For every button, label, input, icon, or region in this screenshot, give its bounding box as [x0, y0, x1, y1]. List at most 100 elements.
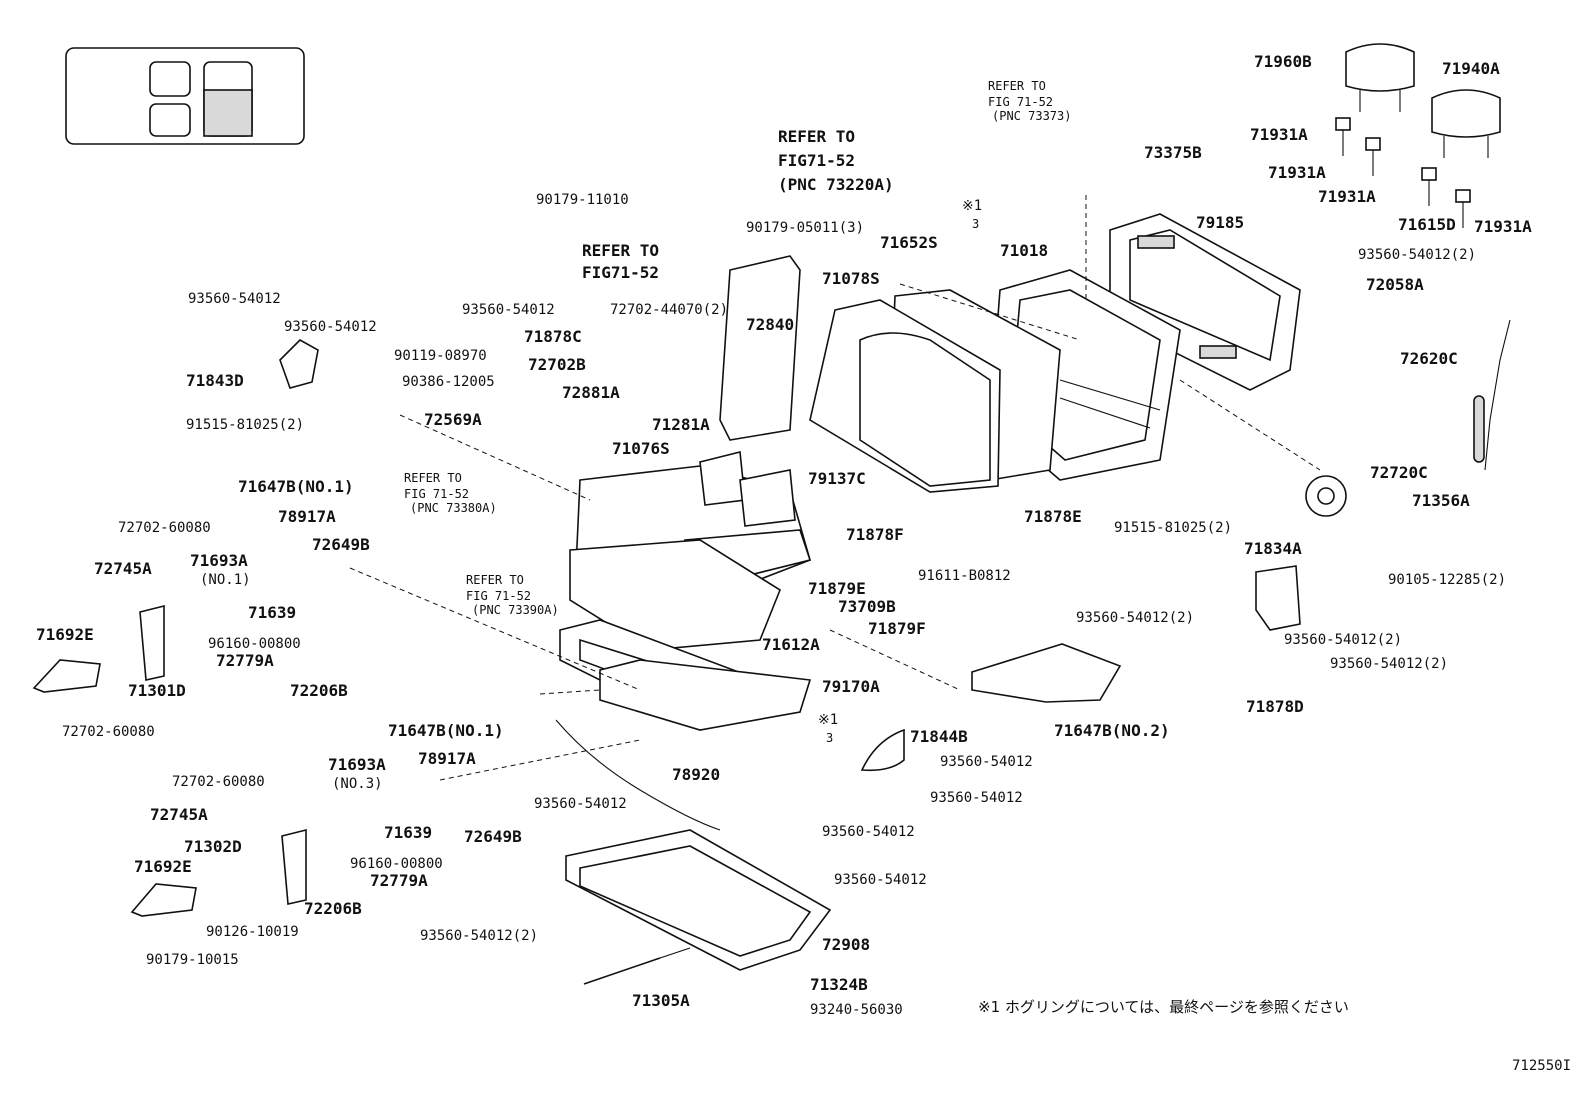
label-78917A: 78917A	[418, 749, 476, 768]
refer-pnc-text: (PNC 73220A)	[778, 175, 894, 194]
label-71302D: 71302D	[184, 837, 242, 856]
seat-cushion-71076S	[569, 451, 812, 651]
label-72702-60080: 72702-60080	[172, 774, 265, 790]
label-71878E: 71878E	[1024, 507, 1082, 526]
label-93560-54012: 93560-54012	[534, 796, 627, 812]
label-93560-54012: 93560-54012	[930, 790, 1023, 806]
label-71281A: 71281A	[652, 415, 710, 434]
headrest-71940A	[1431, 89, 1501, 158]
label-71076S: 71076S	[612, 439, 670, 458]
label-90386-12005: 90386-12005	[402, 374, 495, 390]
label-90126-10019: 90126-10019	[206, 924, 299, 940]
recliner-72720C	[1305, 475, 1347, 517]
label-93560-54012: 93560-54012(2)	[1284, 632, 1402, 648]
label-91515-81025: 91515-81025(2)	[1114, 520, 1232, 536]
label-71356A: 71356A	[1412, 491, 1470, 510]
hog-ring-mark: ※1	[818, 712, 838, 728]
refer-to-text: REFER TO	[988, 79, 1046, 93]
label-72702-44070: 72702-44070(2)	[610, 302, 728, 318]
seat-locator-inset	[65, 47, 305, 145]
label-71693A: 71693A	[190, 551, 248, 570]
label-71878D: 71878D	[1246, 697, 1304, 716]
hinge-71302D	[281, 828, 307, 905]
label-72702-60080: 72702-60080	[118, 520, 211, 536]
label-90105-12285: 90105-12285(2)	[1388, 572, 1506, 588]
label-71305A: 71305A	[632, 991, 690, 1010]
hog-ring-mark: ※1	[962, 198, 982, 214]
reference-lines	[349, 195, 1321, 781]
refer-pnc-text: (PNC 73373)	[992, 109, 1071, 123]
cover-71843D	[279, 339, 319, 389]
label-79170A: 79170A	[822, 677, 880, 696]
label-71639: 71639	[248, 603, 296, 622]
label-72206B: 72206B	[290, 681, 348, 700]
label-90179-05011: 90179-05011(3)	[746, 220, 864, 236]
label-93560-54012: 93560-54012(2)	[1358, 247, 1476, 263]
refer-fig-text: FIG71-52	[778, 151, 855, 170]
cushion-frame-79170A	[599, 659, 812, 731]
label-90119-08970: 90119-08970	[394, 348, 487, 364]
refer-pnc-text: (PNC 73380A)	[410, 501, 497, 515]
label-72745A: 72745A	[94, 559, 152, 578]
refer-fig-text: FIG71-52	[582, 263, 659, 282]
label-96160-00800: 96160-00800	[350, 856, 443, 872]
refer-to-text: REFER TO	[404, 471, 462, 485]
refer-fig-text: FIG 71-52	[988, 95, 1053, 109]
label-79137C: 79137C	[808, 469, 866, 488]
label-71612A: 71612A	[762, 635, 820, 654]
headrest-71960B	[1345, 43, 1415, 112]
cover-71692E-b	[130, 883, 197, 917]
carpet-71647B-no2	[971, 643, 1122, 703]
gas-spring-71305A	[583, 947, 691, 985]
label-71878F: 71878F	[846, 525, 904, 544]
cable-72620C	[1473, 319, 1511, 471]
label-71844B: 71844B	[910, 727, 968, 746]
label-72908: 72908	[822, 935, 870, 954]
label-71879F: 71879F	[868, 619, 926, 638]
label-93560-54012: 93560-54012(2)	[1076, 610, 1194, 626]
label-71078S: 71078S	[822, 269, 880, 288]
refer-pnc-text: (PNC 73390A)	[472, 603, 559, 617]
hog-ring-mark-value: 3	[826, 731, 833, 745]
label-96160-00800: 96160-00800	[208, 636, 301, 652]
label-72779A: 72779A	[216, 651, 274, 670]
label-72779A: 72779A	[370, 871, 428, 890]
label-71843D: 71843D	[186, 371, 244, 390]
label-71301D: 71301D	[128, 681, 186, 700]
label-72745A: 72745A	[150, 805, 208, 824]
label-90179-11010: 90179-11010	[536, 192, 629, 208]
part-labels: 71960B 71940A 71931A 71931A 71931A 71931…	[36, 52, 1532, 1018]
cover-71692E-a	[32, 659, 101, 693]
label-72620C: 72620C	[1400, 349, 1458, 368]
label-72569A: 72569A	[424, 410, 482, 429]
label-93560-54012: 93560-54012(2)	[1330, 656, 1448, 672]
label-71692E: 71692E	[134, 857, 192, 876]
refer-to-text: REFER TO	[582, 241, 659, 260]
label-71692E: 71692E	[36, 625, 94, 644]
seatback-cover-71078S	[809, 299, 1001, 493]
label-72058A: 72058A	[1366, 275, 1424, 294]
label-71615D: 71615D	[1398, 215, 1456, 234]
label-93560-54012: 93560-54012	[284, 319, 377, 335]
armrest-72840	[719, 255, 801, 441]
label-78917A: 78917A	[278, 507, 336, 526]
label-79185: 79185	[1196, 213, 1244, 232]
label-73375B: 73375B	[1144, 143, 1202, 162]
figure-code: 712550I	[1512, 1058, 1571, 1074]
label-90179-10015: 90179-10015	[146, 952, 239, 968]
refer-to-text: REFER TO	[466, 573, 524, 587]
label-73709B: 73709B	[838, 597, 896, 616]
label-93560-54012: 93560-54012	[834, 872, 927, 888]
hog-ring-mark-value: 3	[972, 217, 979, 231]
label-78920: 78920	[672, 765, 720, 784]
label-71647B-no2: 71647B(NO.2)	[1054, 721, 1170, 740]
label-71960B: 71960B	[1254, 52, 1312, 71]
cover-71844B	[860, 728, 905, 772]
label-72702-60080: 72702-60080	[62, 724, 155, 740]
label-72649B: 72649B	[464, 827, 522, 846]
label-71878C: 71878C	[524, 327, 582, 346]
label-72649B: 72649B	[312, 535, 370, 554]
hinge-71301D	[139, 604, 165, 681]
